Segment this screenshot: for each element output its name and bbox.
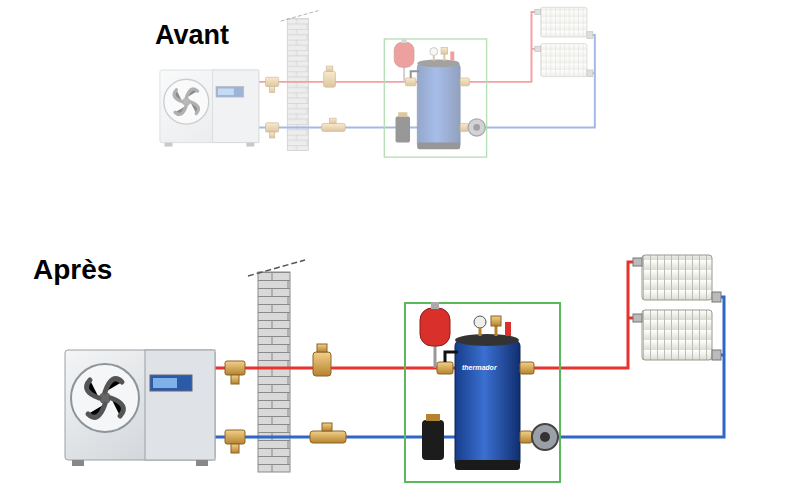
section-heading: Avant	[155, 20, 229, 51]
after-scene	[65, 255, 724, 482]
section-heading: Après	[33, 254, 112, 286]
brand-logo: thermador	[462, 364, 497, 371]
